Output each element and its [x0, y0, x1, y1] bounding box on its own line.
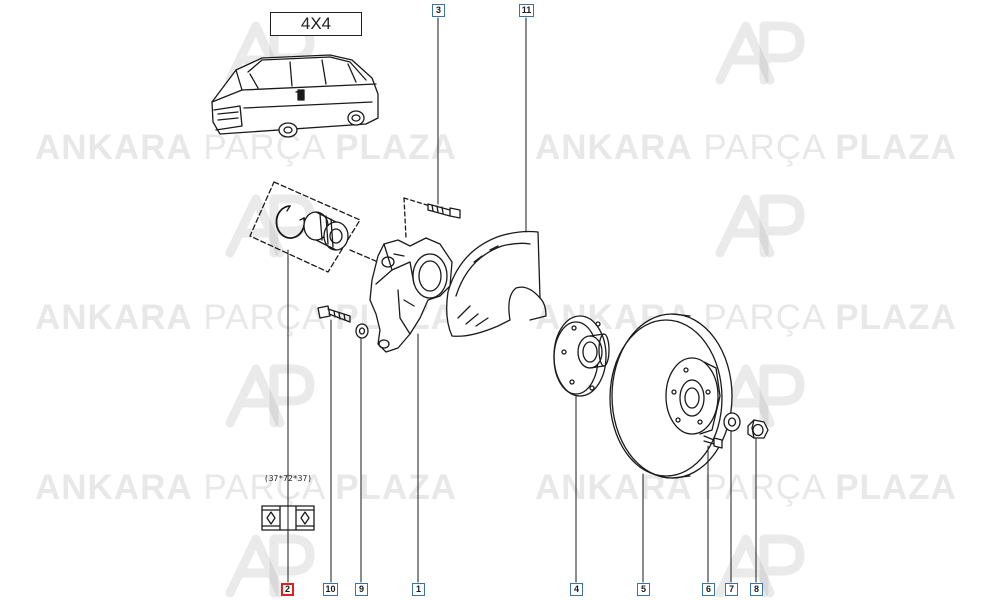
brake-disc — [609, 313, 733, 479]
callout-10[interactable]: 10 — [323, 583, 338, 596]
callout-5[interactable]: 5 — [637, 583, 650, 596]
wheel-hub — [553, 315, 610, 397]
callout-3[interactable]: 3 — [432, 4, 445, 17]
circlip — [275, 205, 306, 239]
callout-11[interactable]: 11 — [519, 4, 534, 17]
bearing-dimensions-label: (37*72*37) — [263, 474, 313, 483]
bolt-10 — [317, 305, 351, 323]
disc-screw — [703, 435, 723, 449]
vehicle-variant-badge: 4X4 — [270, 12, 362, 36]
washer-9 — [355, 323, 369, 339]
callout-4[interactable]: 4 — [570, 583, 583, 596]
wheel-bearing — [303, 211, 349, 251]
bolt-3 — [427, 203, 461, 219]
callout-6[interactable]: 6 — [702, 583, 715, 596]
bearing-dashed-frame — [249, 181, 379, 273]
dust-shield — [446, 230, 547, 337]
callout-8[interactable]: 8 — [750, 583, 763, 596]
callout-1[interactable]: 1 — [412, 583, 425, 596]
callout-7[interactable]: 7 — [725, 583, 738, 596]
hub-nut — [747, 419, 769, 439]
van-illustration — [211, 54, 379, 138]
steering-knuckle — [369, 197, 453, 353]
callout-9[interactable]: 9 — [355, 583, 368, 596]
leader-lines — [287, 17, 757, 583]
washer-7 — [723, 412, 741, 432]
callout-2[interactable]: 2 — [281, 583, 294, 596]
